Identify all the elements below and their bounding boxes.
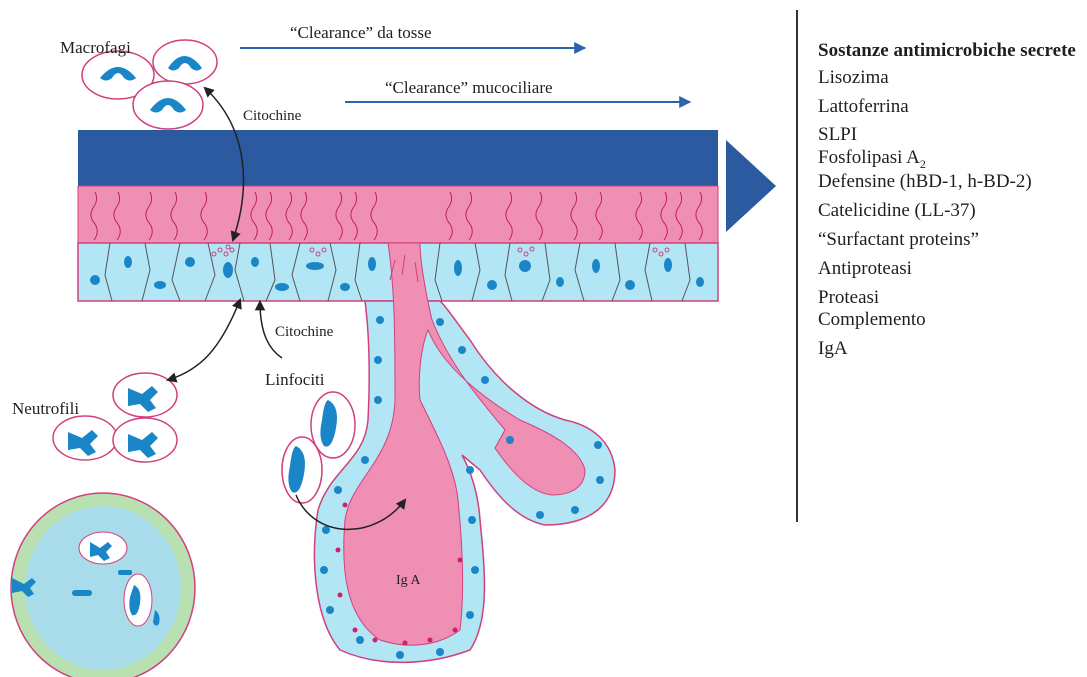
label-neutrofili: Neutrofili bbox=[12, 399, 79, 418]
antimicrobial-legend: Sostanze antimicrobiche secrete Lisozima… bbox=[818, 40, 1086, 367]
label-iga: Ig A bbox=[396, 573, 421, 588]
legend-item: “Surfactant proteins” bbox=[818, 229, 1086, 252]
label-clearance-tosse: “Clearance” da tosse bbox=[290, 23, 432, 42]
legend-item: Complemento bbox=[818, 309, 1086, 332]
mucus-flow-arrowhead bbox=[726, 140, 776, 232]
tissue-cluster bbox=[11, 493, 195, 677]
legend-item-text: Fosfolipasi A bbox=[818, 147, 920, 168]
legend-item: Defensine (hBD-1, h-BD-2) bbox=[818, 171, 1086, 194]
label-clearance-mucociliare: “Clearance” mucociliare bbox=[385, 78, 553, 97]
periciliary-layer bbox=[78, 186, 718, 243]
legend-divider bbox=[796, 10, 798, 522]
legend-item: SLPI bbox=[818, 124, 1086, 147]
label-citochine-top: Citochine bbox=[243, 108, 302, 124]
neutrophil-arrow bbox=[168, 300, 240, 380]
legend-item: Fosfolipasi A2 bbox=[818, 147, 1086, 171]
legend-title: Sostanze antimicrobiche secrete bbox=[818, 40, 1086, 63]
label-linfociti: Linfociti bbox=[265, 370, 325, 389]
mucus-layer bbox=[78, 130, 718, 186]
label-macrofagi: Macrofagi bbox=[60, 38, 131, 57]
legend-item: Lisozima bbox=[818, 67, 1086, 90]
legend-item: Lattoferrina bbox=[818, 96, 1086, 119]
legend-subscript: 2 bbox=[920, 157, 926, 171]
legend-item: Proteasi bbox=[818, 287, 1086, 310]
label-citochine-bottom: Citochine bbox=[275, 324, 334, 340]
legend-item: Catelicidine (LL-37) bbox=[818, 200, 1086, 223]
legend-item: IgA bbox=[818, 338, 1086, 361]
legend-item: Antiproteasi bbox=[818, 258, 1086, 281]
